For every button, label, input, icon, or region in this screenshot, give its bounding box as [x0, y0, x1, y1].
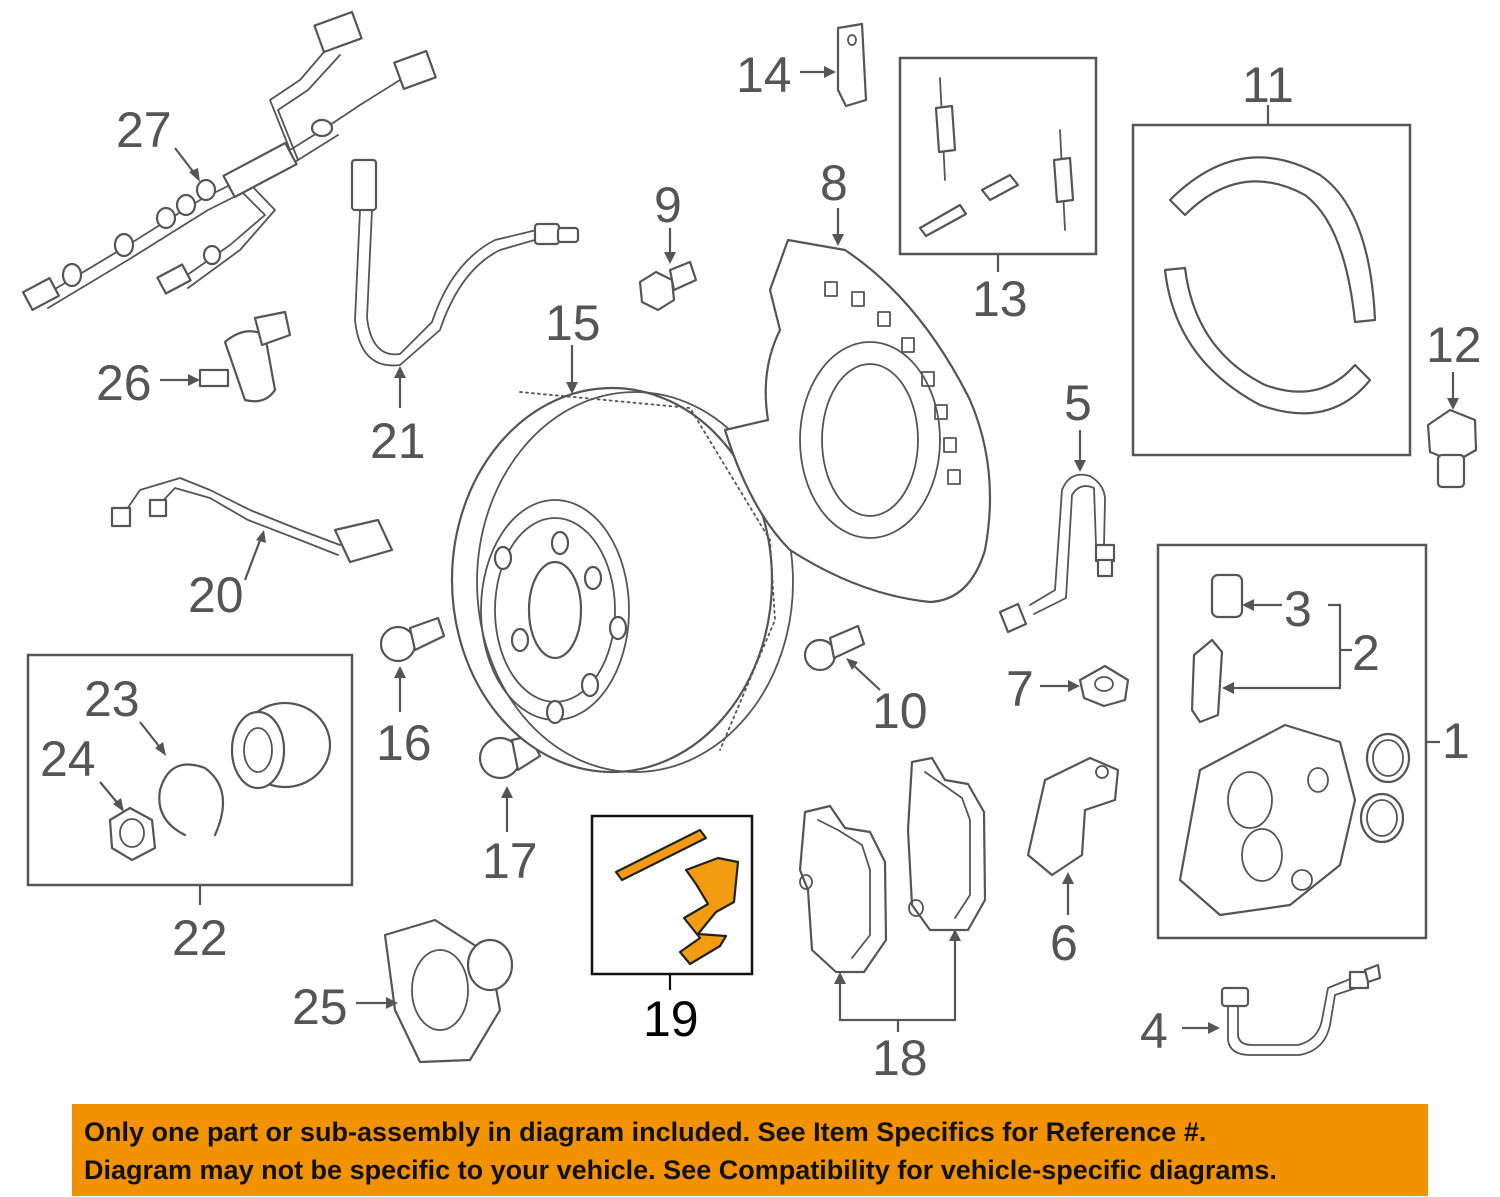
label-14: 14	[736, 47, 792, 103]
part-21-brake-hose: 21	[350, 158, 580, 469]
label-7: 7	[1006, 661, 1034, 717]
part-1-caliper-assembly: 1 3 2	[1156, 543, 1470, 940]
label-21: 21	[370, 413, 426, 469]
label-17: 17	[482, 833, 538, 889]
part-6-bracket: 6	[1026, 756, 1120, 971]
part-18-brake-pads: 18	[798, 756, 987, 1086]
label-13: 13	[972, 271, 1028, 327]
part-22-bearing-kit: 22 23 24	[26, 653, 354, 966]
label-26: 26	[96, 355, 152, 411]
part-9-bolt: 9	[638, 177, 698, 312]
label-6: 6	[1050, 915, 1078, 971]
label-9: 9	[654, 177, 682, 233]
label-11: 11	[1242, 57, 1294, 113]
label-23: 23	[84, 671, 140, 727]
label-8: 8	[820, 155, 848, 211]
part-11-parking-brake-shoes: 11	[1131, 57, 1412, 457]
label-3: 3	[1284, 581, 1312, 637]
notice-line-2: Diagram may not be specific to your vehi…	[84, 1155, 1277, 1185]
label-15: 15	[545, 295, 601, 351]
part-13-hardware-kit: 13	[898, 56, 1098, 327]
label-10: 10	[872, 683, 928, 739]
part-7-clip: 7	[1006, 661, 1130, 717]
part-8-dust-shield: 8	[723, 155, 992, 604]
label-24: 24	[40, 731, 96, 787]
part-27-wear-sensor-harness: 27	[21, 10, 437, 311]
label-5: 5	[1064, 375, 1092, 431]
part-12-adjuster: 12	[1426, 317, 1482, 489]
part-17-plug: 17	[478, 734, 542, 889]
part-26-speed-sensor: 26	[96, 310, 292, 411]
label-27: 27	[116, 102, 172, 158]
part-25-hub: 25	[292, 918, 514, 1064]
part-10-bolt: 10	[803, 624, 928, 739]
label-19: 19	[643, 991, 699, 1047]
label-4: 4	[1140, 1003, 1168, 1059]
label-18: 18	[872, 1030, 928, 1086]
label-20: 20	[188, 567, 244, 623]
part-14-clip: 14	[736, 22, 868, 108]
part-16-bolt: 16	[376, 616, 446, 771]
brake-parts-diagram: 27 26 21 20 22	[21, 10, 1482, 1086]
part-20-wear-sensor: 20	[110, 477, 394, 623]
part-19-pad-hardware-highlighted: 19	[590, 814, 754, 1047]
label-16: 16	[376, 715, 432, 771]
notice-banner: Only one part or sub-assembly in diagram…	[72, 1104, 1428, 1196]
label-25: 25	[292, 979, 348, 1035]
part-4-brake-line: 4	[1140, 963, 1382, 1059]
label-1: 1	[1442, 713, 1470, 769]
label-2: 2	[1352, 625, 1380, 681]
label-12: 12	[1426, 317, 1482, 373]
part-5-brake-line: 5	[998, 375, 1116, 634]
part-15-brake-rotor: 15	[450, 295, 794, 774]
label-22: 22	[172, 910, 228, 966]
notice-line-1: Only one part or sub-assembly in diagram…	[84, 1117, 1207, 1147]
